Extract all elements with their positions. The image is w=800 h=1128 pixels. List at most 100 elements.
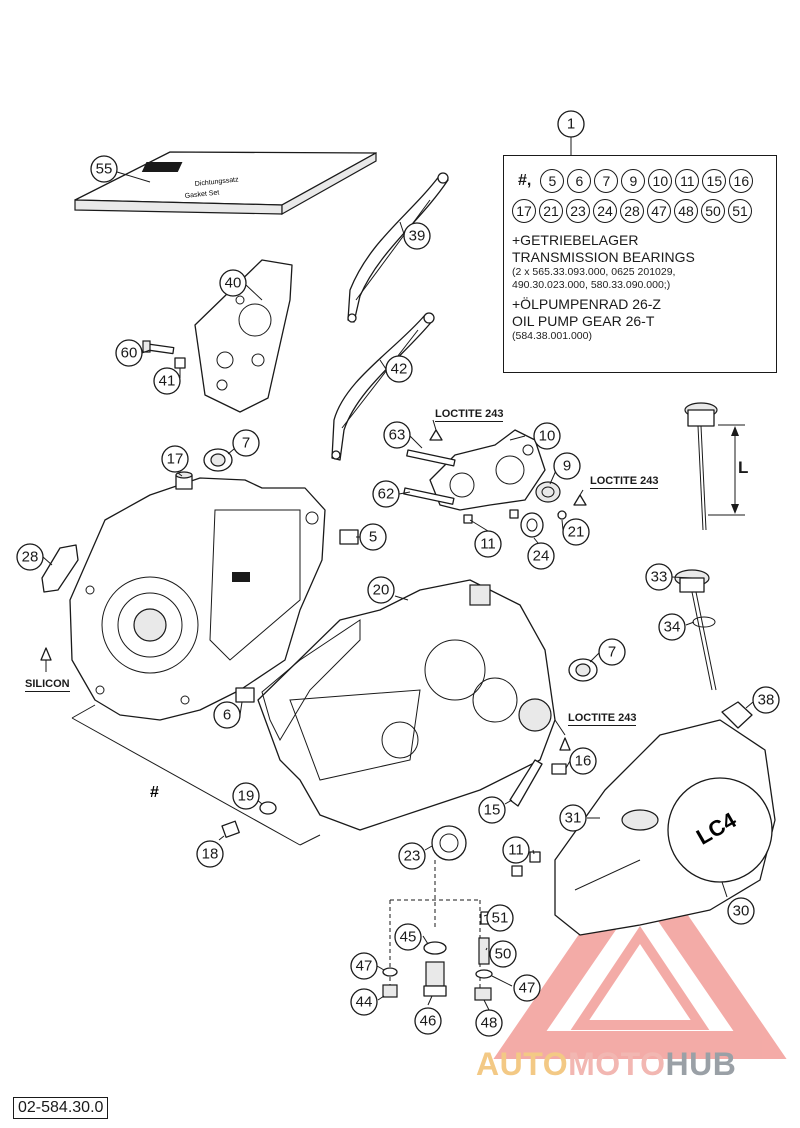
callout-60: 60 xyxy=(115,339,143,367)
kit-num: 15 xyxy=(702,169,727,193)
callout-19: 19 xyxy=(232,782,260,810)
kit-line-6: OIL PUMP GEAR 26-T xyxy=(512,313,655,329)
svg-text:11: 11 xyxy=(480,536,496,553)
bushing-17 xyxy=(175,471,193,490)
kit-line-4: 490.30.023.000, 580.33.090.000;) xyxy=(512,279,671,291)
callout-48: 48 xyxy=(475,1009,503,1037)
callout-38: 38 xyxy=(752,686,780,714)
kit-num: 23 xyxy=(566,199,590,223)
dipstick xyxy=(684,402,745,531)
svg-text:1: 1 xyxy=(567,116,575,133)
sealant-drop-left xyxy=(40,647,52,672)
small-parts-11-21 xyxy=(463,494,587,524)
washer-19 xyxy=(259,801,277,815)
callout-47-right: 47 xyxy=(513,974,541,1002)
svg-text:23: 23 xyxy=(404,848,421,865)
svg-text:10: 10 xyxy=(539,428,556,445)
callout-20: 20 xyxy=(367,576,395,604)
svg-text:47: 47 xyxy=(519,980,536,997)
svg-text:16: 16 xyxy=(575,753,592,770)
callout-6: 6 xyxy=(213,701,241,729)
callout-50: 50 xyxy=(489,940,517,968)
dimension-label: L xyxy=(738,458,749,477)
screw-18 xyxy=(221,820,240,838)
callout-28: 28 xyxy=(16,543,44,571)
svg-text:60: 60 xyxy=(121,345,138,362)
callout-40: 40 xyxy=(219,269,247,297)
kit-row-1: #, 5 6 7 9 10 11 15 16 xyxy=(512,166,768,196)
callout-30: 30 xyxy=(727,897,755,925)
kit-num: 24 xyxy=(593,199,617,223)
svg-text:45: 45 xyxy=(400,929,417,946)
svg-text:38: 38 xyxy=(758,692,775,709)
watermark-text: AUTOMOTOHUB xyxy=(476,1046,736,1083)
chain-guide-lower xyxy=(331,312,435,461)
kit-num: 9 xyxy=(621,169,646,193)
kit-line-2: TRANSMISSION BEARINGS xyxy=(512,249,695,265)
chain-guide-upper xyxy=(347,172,449,323)
kit-num: 21 xyxy=(539,199,563,223)
bushing-5 xyxy=(339,529,359,545)
bearing-bracket xyxy=(403,429,546,511)
seal-7-lower xyxy=(568,658,598,682)
kit-num: 6 xyxy=(567,169,592,193)
seal-24 xyxy=(520,512,544,538)
svg-text:34: 34 xyxy=(664,619,681,636)
guide-15 xyxy=(509,759,543,807)
drain-assembly xyxy=(382,860,493,1001)
svg-text:48: 48 xyxy=(481,1015,498,1032)
callout-63: 63 xyxy=(383,421,411,449)
callout-51: 51 xyxy=(486,904,514,932)
callout-1: 1 xyxy=(557,110,585,138)
callout-31: 31 xyxy=(559,804,587,832)
watermark-logo xyxy=(493,845,787,1059)
svg-text:28: 28 xyxy=(22,549,39,566)
bearing-23 xyxy=(431,825,467,861)
screw-16 xyxy=(551,737,571,775)
callout-5: 5 xyxy=(359,523,387,551)
bolt-60-group xyxy=(142,340,186,369)
kit-row-2: 17 21 23 24 28 47 48 50 51 xyxy=(512,196,768,226)
svg-text:42: 42 xyxy=(391,361,408,378)
booklet-line-1: Dichtungssatz xyxy=(194,176,239,188)
watermark-part-2: MOTO xyxy=(568,1046,666,1082)
callout-46: 46 xyxy=(414,1007,442,1035)
kit-num: 7 xyxy=(594,169,619,193)
bracket-38 xyxy=(721,701,753,729)
svg-text:24: 24 xyxy=(533,548,550,565)
watermark-part-1: AUTO xyxy=(476,1046,569,1082)
svg-text:55: 55 xyxy=(96,161,113,178)
oil-screen xyxy=(674,569,717,691)
svg-text:6: 6 xyxy=(223,707,231,724)
right-crankcase xyxy=(257,579,556,831)
gasket-outline xyxy=(261,619,361,742)
callout-34: 34 xyxy=(658,613,686,641)
dowels-11-lower xyxy=(511,851,541,877)
bearing-9 xyxy=(535,481,561,503)
kit-num: 28 xyxy=(620,199,644,223)
svg-text:51: 51 xyxy=(492,910,509,927)
kit-num: 50 xyxy=(701,199,725,223)
callout-16: 16 xyxy=(569,747,597,775)
kit-num: 17 xyxy=(512,199,536,223)
callout-23: 23 xyxy=(398,842,426,870)
svg-text:33: 33 xyxy=(651,569,668,586)
svg-text:62: 62 xyxy=(378,486,395,503)
clutch-cover: LC4 xyxy=(554,719,776,936)
gasket-28 xyxy=(41,544,79,593)
kit-num: 51 xyxy=(728,199,752,223)
kit-num: 10 xyxy=(648,169,673,193)
hash-bracket xyxy=(71,704,321,846)
loctite-label-3: LOCTITE 243 xyxy=(568,712,637,726)
svg-text:17: 17 xyxy=(167,451,184,468)
callout-39: 39 xyxy=(403,222,431,250)
bushing-6 xyxy=(235,687,255,703)
booklet-line-2: Gasket Set xyxy=(184,189,219,200)
silicon-label: SILICON xyxy=(25,678,70,692)
callout-7-lower: 7 xyxy=(598,638,626,666)
callout-15: 15 xyxy=(478,796,506,824)
callout-11-upper: 11 xyxy=(474,530,502,558)
svg-text:15: 15 xyxy=(484,802,501,819)
loctite-label-2: LOCTITE 243 xyxy=(590,475,659,489)
loctite-label-1: LOCTITE 243 xyxy=(435,408,504,422)
